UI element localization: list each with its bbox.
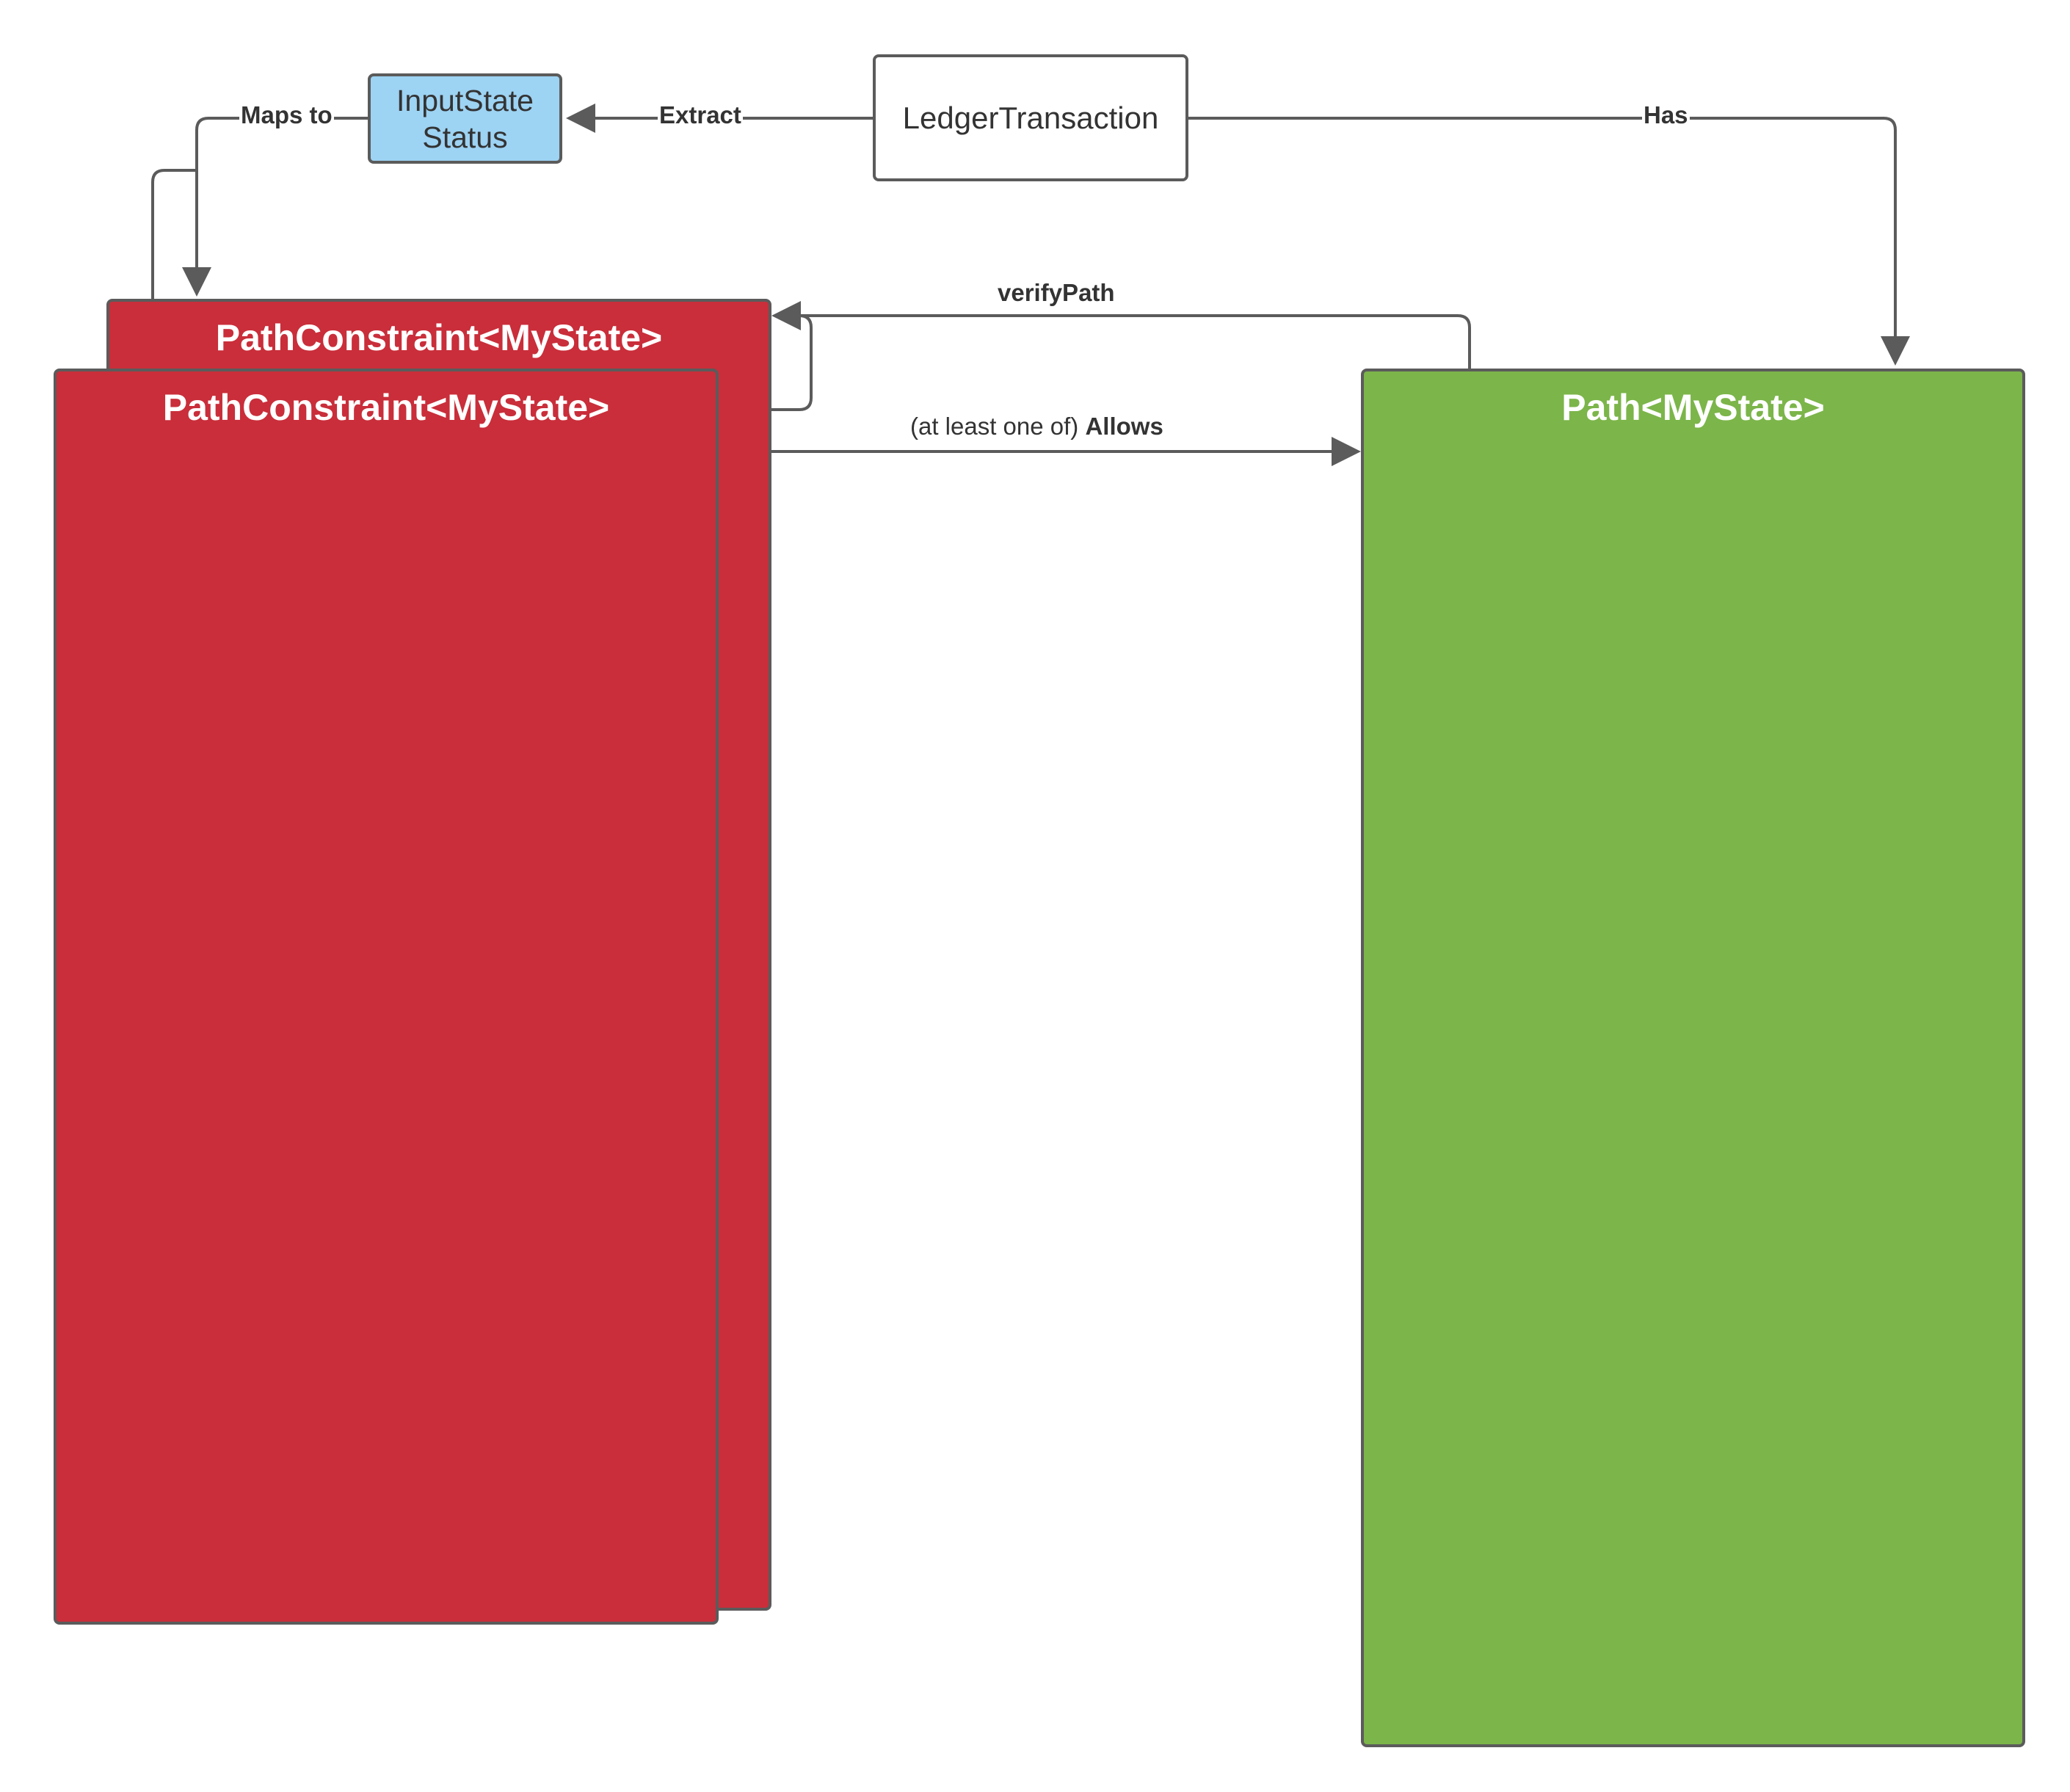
path-title: Path<MyState> xyxy=(1561,387,1825,428)
edge-label-verify-path: verifyPath xyxy=(998,279,1115,306)
path-constraint-back-title: PathConstraint<MyState> xyxy=(215,317,663,358)
edge-maps-to-branch xyxy=(138,169,197,366)
ledger-transaction-node[interactable]: LedgerTransaction xyxy=(873,54,1188,181)
edge-label-maps-to: Maps to xyxy=(239,101,334,129)
edge-label-allows-keyword: Allows xyxy=(1085,413,1163,440)
path-constraint-front-title: PathConstraint<MyState> xyxy=(162,387,610,428)
edge-label-allows: (at least one of) Allows xyxy=(909,413,1165,440)
ledger-transaction-label: LedgerTransaction xyxy=(902,100,1159,135)
edge-label-has: Has xyxy=(1642,101,1690,129)
edge-label-extract: Extract xyxy=(658,101,743,129)
edge-label-allows-prefix: (at least one of) xyxy=(910,413,1086,440)
edge-verify-path xyxy=(771,301,1471,369)
input-state-status-line2: Status xyxy=(422,120,508,154)
path-node[interactable]: Path<MyState> xyxy=(1361,369,2025,1747)
edge-maps-to xyxy=(182,117,369,297)
edge-has xyxy=(1187,117,1910,366)
path-constraint-front-node[interactable]: PathConstraint<MyState> xyxy=(54,369,719,1625)
edge-verify-path-branch xyxy=(722,314,813,424)
input-state-status-node[interactable]: InputState Status xyxy=(368,73,562,164)
input-state-status-line1: InputState xyxy=(396,83,534,117)
